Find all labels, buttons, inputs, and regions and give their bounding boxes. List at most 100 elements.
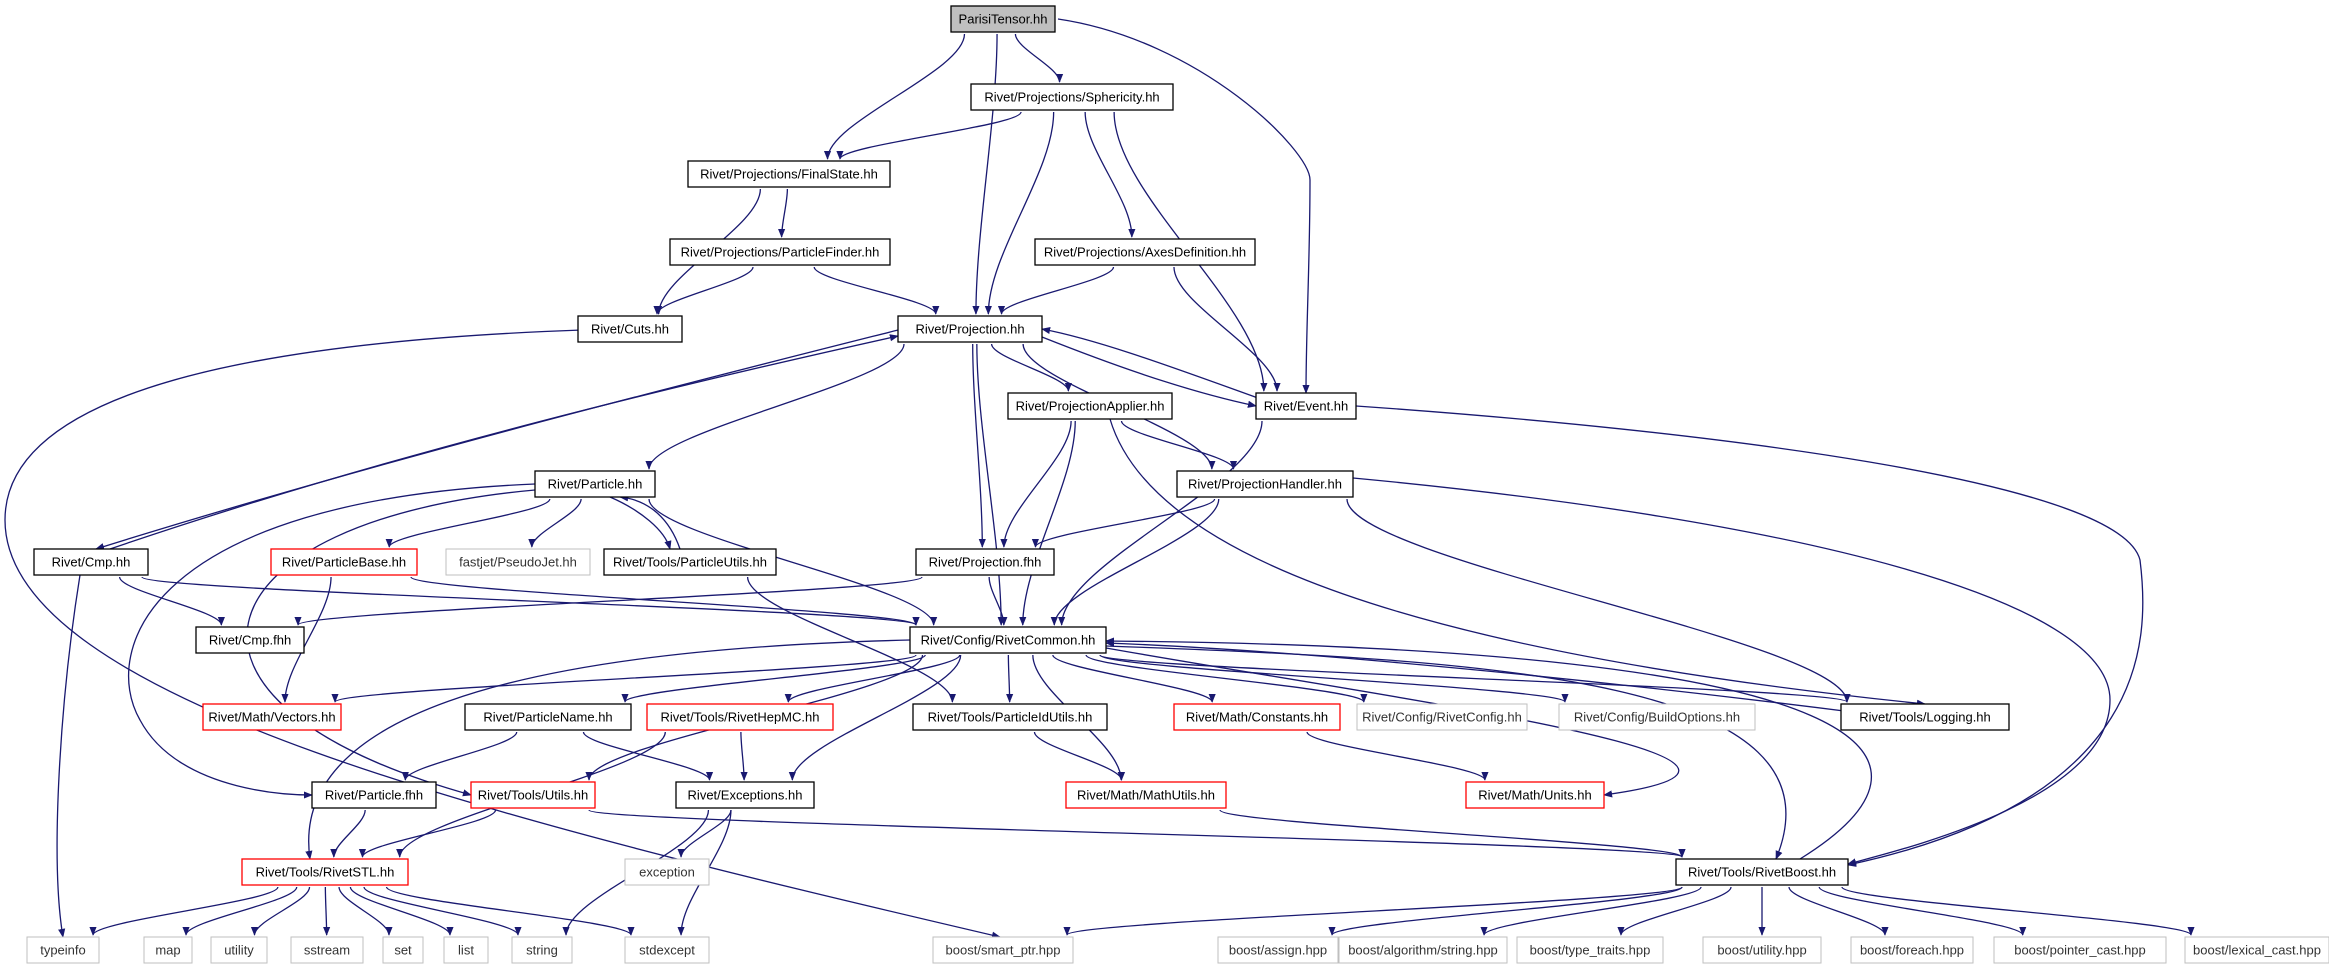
graph-node-n44: boost/algorithm/string.hpp [1338, 936, 1508, 964]
edge-n6-to-n15 [972, 343, 986, 548]
graph-node-n28[interactable]: Rivet/Exceptions.hh [675, 781, 815, 809]
graph-node-n7[interactable]: Rivet/Event.hh [1255, 392, 1357, 420]
graph-node-n17[interactable]: Rivet/Config/RivetCommon.hh [909, 626, 1107, 654]
node-label: Rivet/Projections/AxesDefinition.hh [1044, 245, 1246, 260]
graph-node-n14[interactable]: Rivet/Tools/ParticleUtils.hh [603, 548, 777, 576]
edge-n21-to-n29 [1033, 731, 1126, 781]
graph-node-n16[interactable]: Rivet/Cmp.fhh [195, 626, 305, 654]
edge-n7-to-n33 [1355, 405, 2144, 867]
edge-n14-to-n21 [746, 576, 956, 703]
graph-node-n1[interactable]: Rivet/Projections/Sphericity.hh [970, 83, 1174, 111]
edge-n3-to-n5 [653, 266, 754, 315]
edge-n17-to-n23 [1085, 654, 1368, 703]
edge-n4-to-n6 [997, 266, 1115, 315]
graph-node-n20[interactable]: Rivet/Tools/RivetHepMC.hh [646, 703, 834, 731]
graph-node-n33[interactable]: Rivet/Tools/RivetBoost.hh [1675, 858, 1849, 886]
dependency-nodes: ParisiTensor.hhRivet/Projections/Spheric… [26, 5, 2329, 964]
node-label: Rivet/Config/BuildOptions.hh [1574, 710, 1740, 725]
graph-node-n21[interactable]: Rivet/Tools/ParticleIdUtils.hh [912, 703, 1108, 731]
edge-n9-to-n27 [246, 489, 536, 797]
edge-n25-to-n17 [1105, 639, 1861, 714]
edge-n31-to-n38 [338, 886, 393, 936]
graph-node-n6[interactable]: Rivet/Projection.hh [897, 315, 1043, 343]
edge-n33-to-n48 [1818, 886, 2027, 936]
edge-n12-to-n17 [410, 576, 920, 626]
node-label: Rivet/Math/Units.hh [1478, 788, 1591, 803]
graph-node-n11[interactable]: Rivet/Cmp.hh [33, 548, 149, 576]
edge-n10-to-n17 [1050, 498, 1220, 626]
node-label: exception [639, 865, 695, 880]
graph-node-n9[interactable]: Rivet/Particle.hh [534, 470, 656, 498]
edge-n7-to-n17 [1058, 420, 1263, 626]
edge-n33-to-n42 [1063, 886, 1683, 936]
edge-n10-to-n15 [1031, 498, 1216, 548]
edge-n6-to-n8 [990, 343, 1072, 392]
node-box [195, 626, 305, 654]
graph-node-n47: boost/foreach.hpp [1850, 936, 1974, 964]
node-box [290, 936, 364, 964]
graph-node-n39: list [443, 936, 489, 964]
graph-node-n31[interactable]: Rivet/Tools/RivetSTL.hh [241, 858, 409, 886]
edge-n0-to-n6 [972, 33, 998, 315]
graph-node-n2[interactable]: Rivet/Projections/FinalState.hh [687, 160, 891, 188]
edge-n17-to-n21 [1006, 654, 1014, 703]
graph-node-n29[interactable]: Rivet/Math/MathUtils.hh [1065, 781, 1227, 809]
node-box [912, 703, 1108, 731]
graph-node-n22[interactable]: Rivet/Math/Constants.hh [1173, 703, 1341, 731]
edge-n29-to-n33 [1219, 809, 1686, 858]
node-box [511, 936, 573, 964]
graph-node-n15[interactable]: Rivet/Projection.fhh [915, 548, 1055, 576]
edge-n17-to-n25 [1099, 654, 1851, 703]
node-label: Rivet/ParticleName.hh [483, 710, 612, 725]
node-box [1702, 936, 1822, 964]
edge-n11-to-n6 [109, 334, 899, 550]
node-label: set [394, 943, 412, 958]
node-label: ParisiTensor.hh [959, 12, 1048, 27]
graph-node-n45: boost/type_traits.hpp [1516, 936, 1664, 964]
node-box [915, 548, 1055, 576]
node-label: Rivet/Tools/ParticleIdUtils.hh [928, 710, 1093, 725]
node-label: Rivet/Projections/ParticleFinder.hh [681, 245, 880, 260]
edge-n17-to-n33 [1105, 645, 1787, 860]
graph-node-n8[interactable]: Rivet/ProjectionApplier.hh [1007, 392, 1173, 420]
graph-node-n10[interactable]: Rivet/ProjectionHandler.hh [1176, 470, 1354, 498]
edge-n5-to-n42 [4, 329, 1001, 939]
graph-node-n12[interactable]: Rivet/ParticleBase.hh [270, 548, 418, 576]
edge-n1-to-n4 [1084, 111, 1136, 238]
node-box [1217, 936, 1339, 964]
edge-n10-to-n25 [1346, 498, 1851, 703]
node-label: Rivet/Projections/FinalState.hh [700, 167, 878, 182]
graph-node-n4[interactable]: Rivet/Projections/AxesDefinition.hh [1034, 238, 1256, 266]
edge-n9-to-n17 [648, 498, 938, 626]
edge-n17-to-n19 [621, 654, 926, 703]
node-label: string [526, 943, 558, 958]
node-box [675, 781, 815, 809]
graph-node-n24: Rivet/Config/BuildOptions.hh [1558, 703, 1756, 731]
edge-n7-to-n6 [1041, 326, 1259, 399]
graph-node-n13: fastjet/PseudoJet.hh [445, 548, 591, 576]
graph-node-n0[interactable]: ParisiTensor.hh [950, 5, 1056, 33]
edge-n12-to-n18 [281, 576, 332, 703]
graph-node-n30[interactable]: Rivet/Math/Units.hh [1465, 781, 1605, 809]
edge-n2-to-n3 [778, 188, 789, 238]
node-box [1840, 703, 2010, 731]
edge-n0-to-n7 [1057, 18, 1311, 394]
node-box [26, 936, 100, 964]
graph-node-n18[interactable]: Rivet/Math/Vectors.hh [202, 703, 342, 731]
graph-node-n26[interactable]: Rivet/Particle.fhh [311, 781, 437, 809]
graph-node-n43: boost/assign.hpp [1217, 936, 1339, 964]
graph-node-n5[interactable]: Rivet/Cuts.hh [577, 315, 683, 343]
edge-n27-to-n31 [358, 809, 497, 858]
node-label: Rivet/Projection.fhh [929, 555, 1042, 570]
graph-node-n25[interactable]: Rivet/Tools/Logging.hh [1840, 703, 2010, 731]
graph-node-n19[interactable]: Rivet/ParticleName.hh [464, 703, 632, 731]
node-box [1558, 703, 1756, 731]
node-label: boost/algorithm/string.hpp [1348, 943, 1498, 958]
node-label: sstream [304, 943, 350, 958]
node-box [909, 626, 1107, 654]
edge-n33-to-n45 [1617, 886, 1732, 936]
graph-node-n27[interactable]: Rivet/Tools/Utils.hh [470, 781, 596, 809]
graph-node-n3[interactable]: Rivet/Projections/ParticleFinder.hh [669, 238, 891, 266]
edge-n0-to-n1 [1014, 33, 1064, 83]
